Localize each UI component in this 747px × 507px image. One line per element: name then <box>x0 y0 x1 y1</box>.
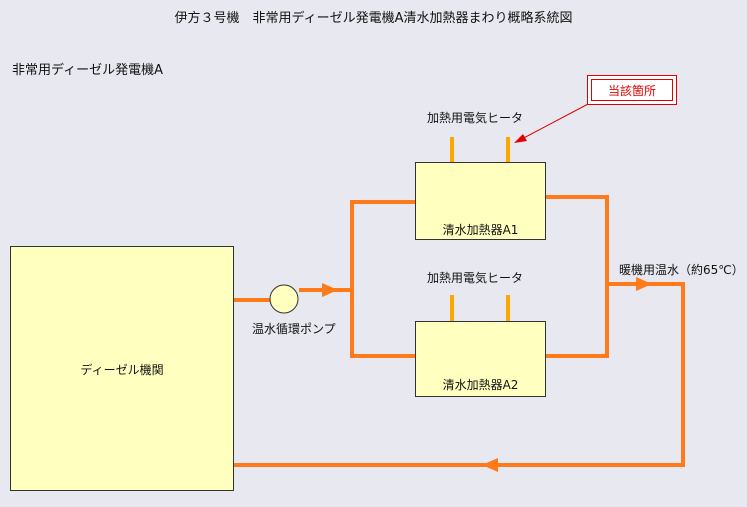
heater-a1-label: 清水加熱器A1 <box>442 223 519 237</box>
callout-arrowhead <box>514 134 527 143</box>
callout-box: 当該箇所 <box>587 75 677 105</box>
warm-water-label: 暖機用温水（約65℃） <box>619 263 744 277</box>
heater-box-a1: 清水加熱器A1 <box>415 162 546 240</box>
callout-leader <box>517 102 591 142</box>
arrow-to-split <box>322 283 338 297</box>
diesel-engine-label: ディーゼル機関 <box>80 363 164 377</box>
pipe-split-left <box>350 200 415 358</box>
page-title: 伊方３号機 非常用ディーゼル発電機A清水加熱器まわり概略系統図 <box>174 11 573 26</box>
pipe-merge-right <box>546 195 609 358</box>
system-subtitle: 非常用ディーゼル発電機A <box>12 63 163 78</box>
pump-label: 温水循環ポンプ <box>252 322 336 336</box>
heater-box-a2: 清水加熱器A2 <box>415 321 546 397</box>
diesel-engine-box: ディーゼル機関 <box>10 246 234 491</box>
heater-label-top: 加熱用電気ヒータ <box>427 111 524 125</box>
arrow-return <box>482 458 498 472</box>
arrow-outlet <box>636 277 652 291</box>
callout-label: 当該箇所 <box>591 79 673 101</box>
pump-icon <box>269 284 299 314</box>
heater-label-bottom: 加熱用電気ヒータ <box>427 271 524 285</box>
heater-a2-label: 清水加熱器A2 <box>442 378 519 392</box>
